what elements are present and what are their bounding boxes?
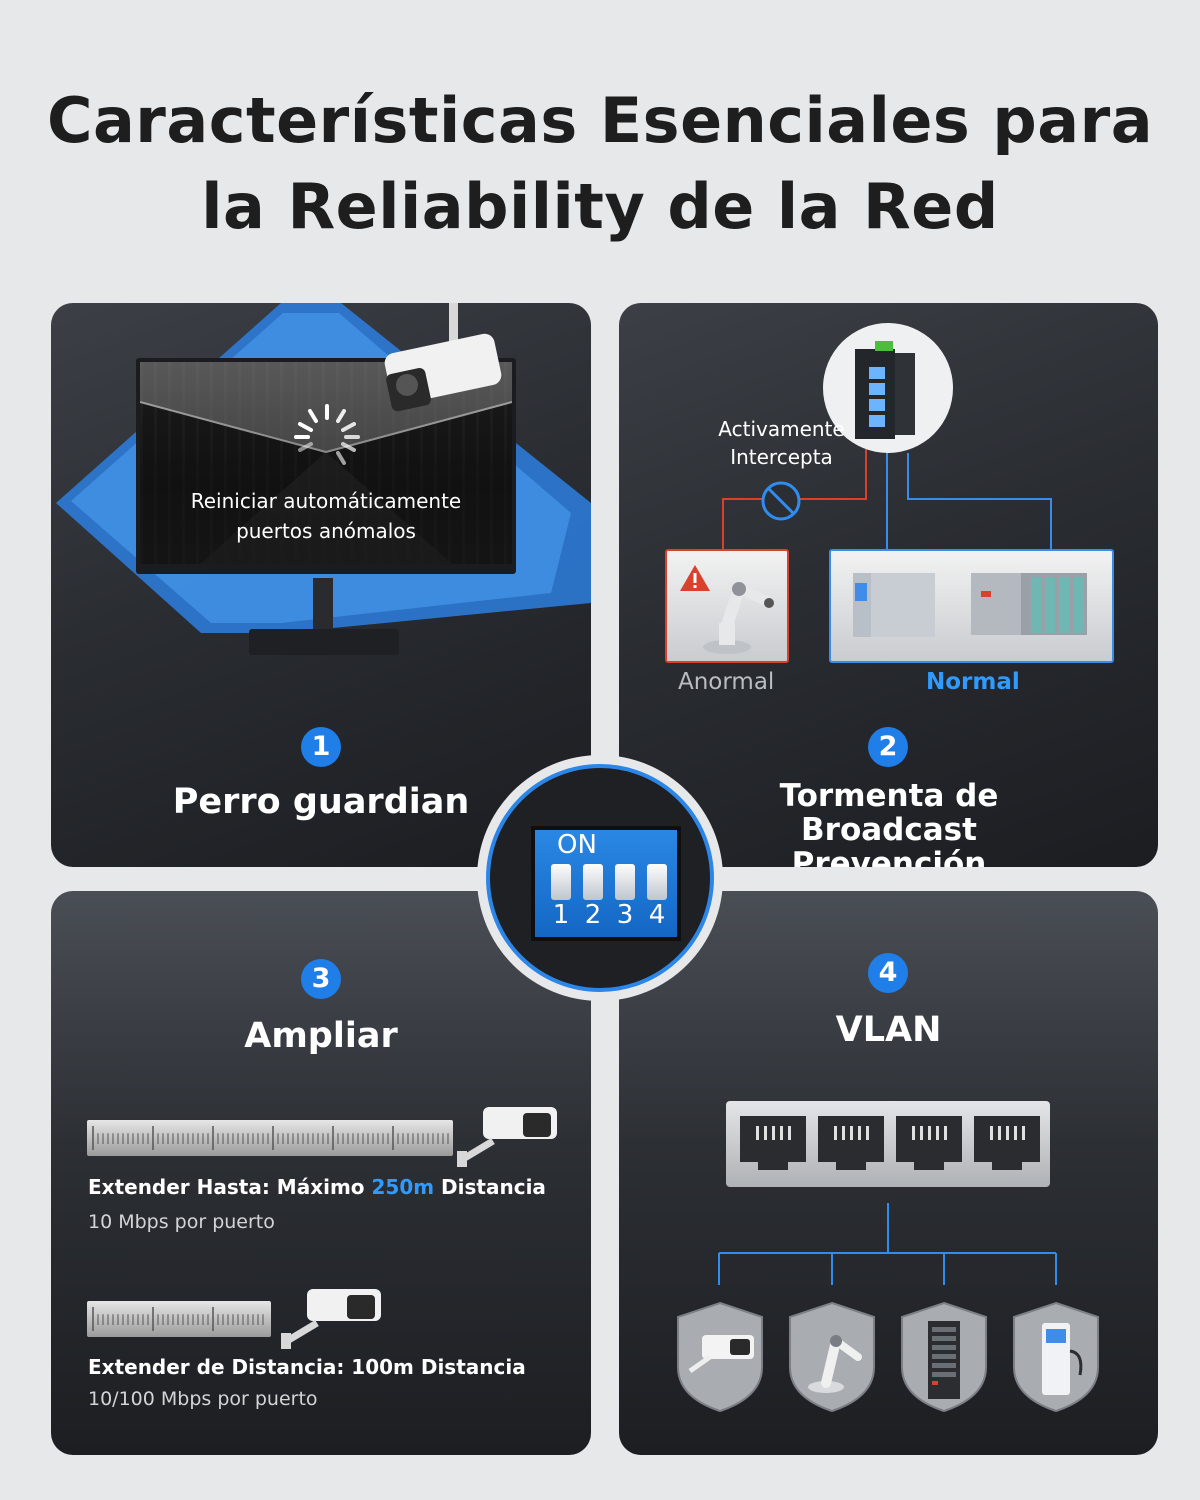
port-pin xyxy=(944,1126,947,1140)
port-pin xyxy=(788,1126,791,1140)
dip-toggle-1 xyxy=(551,864,571,900)
loading-spinner-icon xyxy=(294,404,360,465)
charger-shield-icon xyxy=(1013,1301,1099,1413)
abnormal-device-box xyxy=(665,549,789,663)
dip-number-4: 4 xyxy=(648,900,666,930)
camera-shield-icon xyxy=(677,1301,763,1413)
port-pin xyxy=(920,1126,923,1140)
extend-100m-text: Extender de Distancia: 100m Distancia xyxy=(88,1355,526,1379)
extend-250m-speed: 10 Mbps por puerto xyxy=(88,1211,275,1233)
vlan-title: VLAN xyxy=(835,1010,942,1050)
monitor-stand xyxy=(313,578,333,630)
normal-devices-box xyxy=(829,549,1114,663)
robot-shield-icon xyxy=(789,1301,875,1413)
port-pin xyxy=(850,1126,853,1140)
title-line-1: Características Esenciales para xyxy=(46,84,1154,157)
port-pin xyxy=(936,1126,939,1140)
port-pin xyxy=(928,1126,931,1140)
security-camera-icon xyxy=(457,1107,557,1167)
extend-title: Ampliar xyxy=(244,1016,398,1056)
plc-icon xyxy=(853,573,1087,637)
step-number-2: 2 xyxy=(868,727,908,767)
dip-toggle-2 xyxy=(583,864,603,900)
broadcast-title-line-1: Tormenta de Broadcast xyxy=(779,778,999,848)
port-pin xyxy=(1006,1126,1009,1140)
blocked-icon xyxy=(761,481,801,521)
extend-250m-prefix: Extender Hasta: Máximo xyxy=(88,1175,372,1199)
port-pin xyxy=(764,1126,767,1140)
broadcast-title: Tormenta de Broadcast Prevención xyxy=(689,779,1089,867)
network-switch-icon xyxy=(823,323,953,453)
step-number-3: 3 xyxy=(301,959,341,999)
security-camera-icon xyxy=(281,1289,381,1349)
dip-toggle-4 xyxy=(647,864,667,900)
ruler-ticks xyxy=(92,1126,449,1150)
ethernet-port-icon xyxy=(974,1116,1040,1170)
monitor-icon: Reiniciar automáticamente puertos anómal… xyxy=(136,358,516,574)
warning-icon xyxy=(680,565,710,591)
extend-panel: 3 Ampliar Extender Hasta: Máximo 250m Di… xyxy=(51,891,591,1455)
extend-250m-text: Extender Hasta: Máximo 250m Distancia xyxy=(88,1175,546,1199)
page-title: Características Esenciales para la Relia… xyxy=(0,78,1200,250)
port-pin xyxy=(866,1126,869,1140)
intercept-line-2: Intercepta xyxy=(730,445,833,469)
extend-250m-suffix: Distancia xyxy=(434,1175,546,1199)
dip-switch-badge: ON 1 2 3 4 xyxy=(477,755,723,1001)
broadcast-storm-panel: Activamente Intercepta xyxy=(619,303,1158,867)
extend-250m-highlight: 250m xyxy=(371,1175,435,1199)
dip-number-1: 1 xyxy=(552,900,570,930)
robot-arm-icon xyxy=(703,582,774,654)
port-pin xyxy=(990,1126,993,1140)
broadcast-title-line-2: Prevención xyxy=(791,846,987,867)
ruler-ticks xyxy=(92,1307,264,1331)
screen-message: Reiniciar automáticamente puertos anómal… xyxy=(140,486,512,546)
port-pin xyxy=(772,1126,775,1140)
ethernet-switch-icon xyxy=(726,1101,1050,1187)
port-pin xyxy=(780,1126,783,1140)
ethernet-port-icon xyxy=(818,1116,884,1170)
intercept-label: Activamente Intercepta xyxy=(709,415,854,471)
vlan-panel: 4 VLAN xyxy=(619,891,1158,1455)
dip-switch-icon: ON 1 2 3 4 xyxy=(531,826,681,941)
screen-line-2: puertos anómalos xyxy=(236,519,416,543)
port-pin xyxy=(842,1126,845,1140)
server-shield-icon xyxy=(901,1301,987,1413)
port-pin xyxy=(858,1126,861,1140)
port-pin xyxy=(834,1126,837,1140)
ethernet-port-icon xyxy=(740,1116,806,1170)
port-pin xyxy=(998,1126,1001,1140)
port-pin xyxy=(756,1126,759,1140)
dip-on-label: ON xyxy=(557,830,597,860)
title-line-2: la Reliability de la Red xyxy=(201,170,999,243)
abnormal-label: Anormal xyxy=(678,669,775,695)
distance-ruler-250m xyxy=(87,1120,453,1156)
distance-ruler-100m xyxy=(87,1301,271,1337)
step-number-4: 4 xyxy=(868,953,908,993)
port-pin xyxy=(1022,1126,1025,1140)
dip-number-2: 2 xyxy=(584,900,602,930)
screen-line-1: Reiniciar automáticamente xyxy=(190,489,462,513)
port-pin xyxy=(912,1126,915,1140)
watchdog-panel: Reiniciar automáticamente puertos anómal… xyxy=(51,303,591,867)
normal-label: Normal xyxy=(926,669,1020,695)
watchdog-title: Perro guardian xyxy=(172,782,470,822)
step-number-1: 1 xyxy=(301,727,341,767)
dip-switch-circle: ON 1 2 3 4 xyxy=(486,764,714,992)
extend-100m-speed: 10/100 Mbps por puerto xyxy=(88,1388,318,1410)
factory-screen: Reiniciar automáticamente puertos anómal… xyxy=(140,362,512,564)
security-camera-icon xyxy=(384,303,502,412)
dip-toggle-3 xyxy=(615,864,635,900)
intercept-line-1: Activamente xyxy=(718,417,845,441)
port-pin xyxy=(1014,1126,1017,1140)
ethernet-port-icon xyxy=(896,1116,962,1170)
monitor-base xyxy=(249,629,399,655)
dip-number-3: 3 xyxy=(616,900,634,930)
vlan-tree-lines xyxy=(718,1203,1057,1285)
